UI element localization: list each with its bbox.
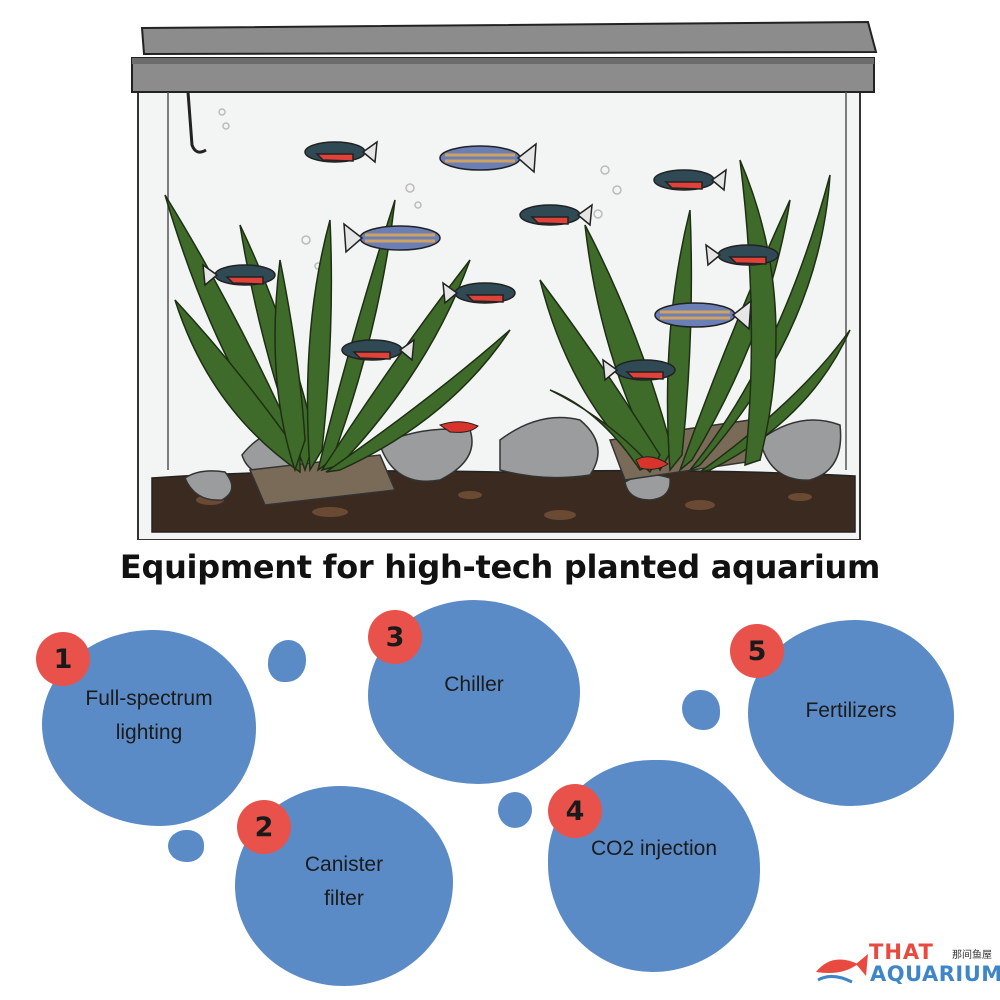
item-label: Chiller	[444, 673, 504, 696]
decorative-drop	[682, 690, 720, 730]
item-label: CO2 injection	[590, 837, 718, 860]
fish-logo-icon	[816, 954, 868, 984]
item-label: Canister	[304, 853, 384, 876]
item-label: lighting	[115, 721, 183, 744]
logo-text: AQUARIUM	[870, 962, 1000, 986]
decorative-drop	[168, 830, 204, 862]
brand-logo: THAT 那间鱼屋 AQUARIUM	[812, 940, 1000, 996]
plants-right	[539, 159, 851, 474]
number-badge: 4	[548, 784, 602, 838]
aquarium-tank-illustration	[131, 20, 878, 540]
item-label: filter	[324, 887, 364, 910]
diagram-title: Equipment for high-tech planted aquarium	[119, 548, 881, 586]
aquarium-lid	[131, 20, 878, 93]
item-label: Full-spectrum	[85, 687, 213, 710]
plants-left	[164, 194, 511, 474]
number-badge: 1	[36, 632, 90, 686]
number-badge: 2	[237, 800, 291, 854]
decorative-drop	[268, 640, 306, 682]
number-badge: 5	[730, 624, 784, 678]
number-badge: 3	[368, 610, 422, 664]
bubbles	[218, 108, 622, 270]
logo-chinese-text: 那间鱼屋	[952, 950, 992, 961]
item-label: Fertilizers	[805, 699, 897, 722]
logo-text: THAT	[869, 940, 934, 964]
equipment-item-2: Canister filter	[235, 786, 453, 986]
decorative-drop	[498, 792, 532, 828]
fish-group	[202, 140, 779, 382]
shrimp	[438, 421, 669, 470]
